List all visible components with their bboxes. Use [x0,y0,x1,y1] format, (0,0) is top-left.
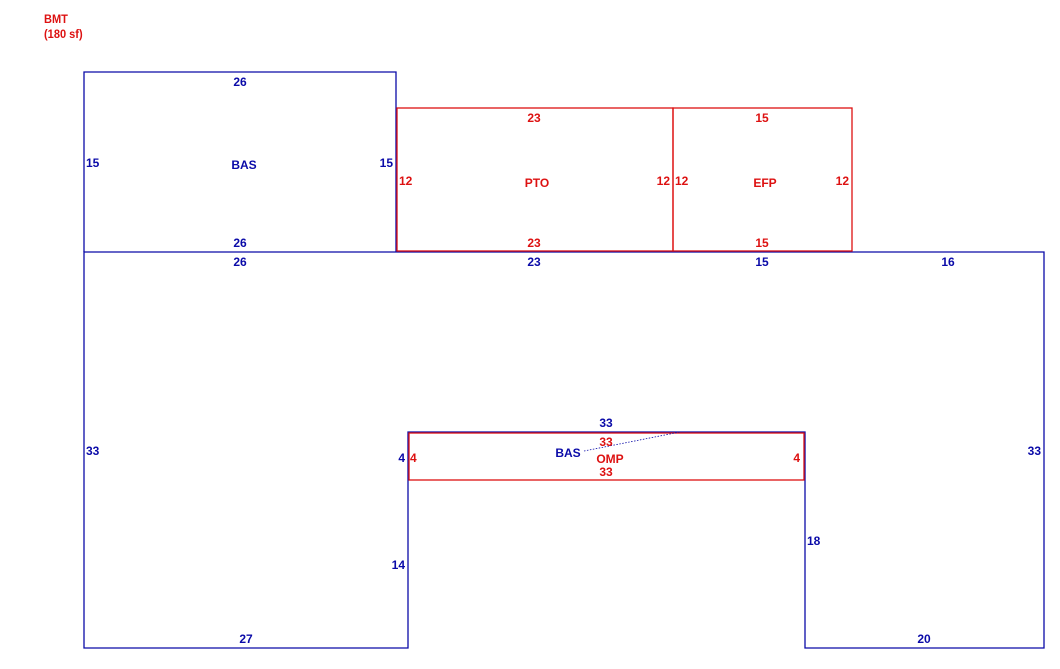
bas-main-notch-left-top-dim: 4 [398,451,405,465]
omp-top-dim: 33 [599,435,613,449]
bas-main-left-dim: 33 [86,444,100,458]
omp-bottom-dim: 33 [599,465,613,479]
pto-code: PTO [525,176,549,190]
omp-outline [408,432,805,481]
bas-main-bottom-right-dim: 20 [917,632,931,646]
bas-upper-right-dim: 15 [380,156,394,170]
efp-top-dim: 15 [755,111,769,125]
bas-upper-outline [83,71,397,252]
bas-label-leader [583,431,681,452]
efp-right-dim: 12 [836,174,850,188]
bas-upper-code: BAS [231,158,256,172]
bas-main-notch-right-dim: 18 [807,534,821,548]
efp-bottom-dim: 15 [755,236,769,250]
efp-left-dim: 12 [675,174,689,188]
bas-main-code: BAS [555,446,580,460]
bas-main-bottom-left-dim: 27 [239,632,253,646]
bas-main-right-dim: 33 [1028,444,1042,458]
pto-bottom-dim: 23 [527,236,541,250]
bas-upper-bottom-dim: 26 [233,236,247,250]
pto-top-dim: 23 [527,111,541,125]
sketch-title-code: BMT [44,12,68,26]
omp-left-dim: 4 [410,451,417,465]
sketch-title: BMT (180 sf) [44,12,83,42]
efp-outline [672,107,853,252]
bas-main-top-efp-dim: 15 [755,255,769,269]
bas-upper-top-dim: 26 [233,75,247,89]
omp-right-dim: 4 [793,451,800,465]
bas-main-notch-left-dim: 14 [392,558,406,572]
bas-upper-left-dim: 15 [86,156,100,170]
bas-main-outline [83,251,1045,649]
bas-main-notch-top-dim: 33 [599,416,613,430]
pto-left-dim: 12 [399,174,413,188]
sketch-title-area: (180 sf) [44,27,83,41]
bas-main-top-left-dim: 26 [233,255,247,269]
omp-code: OMP [596,452,623,466]
bas-main-top-right-dim: 16 [941,255,955,269]
pto-right-dim: 12 [657,174,671,188]
bas-main-top-mid-dim: 23 [527,255,541,269]
efp-code: EFP [753,176,776,190]
